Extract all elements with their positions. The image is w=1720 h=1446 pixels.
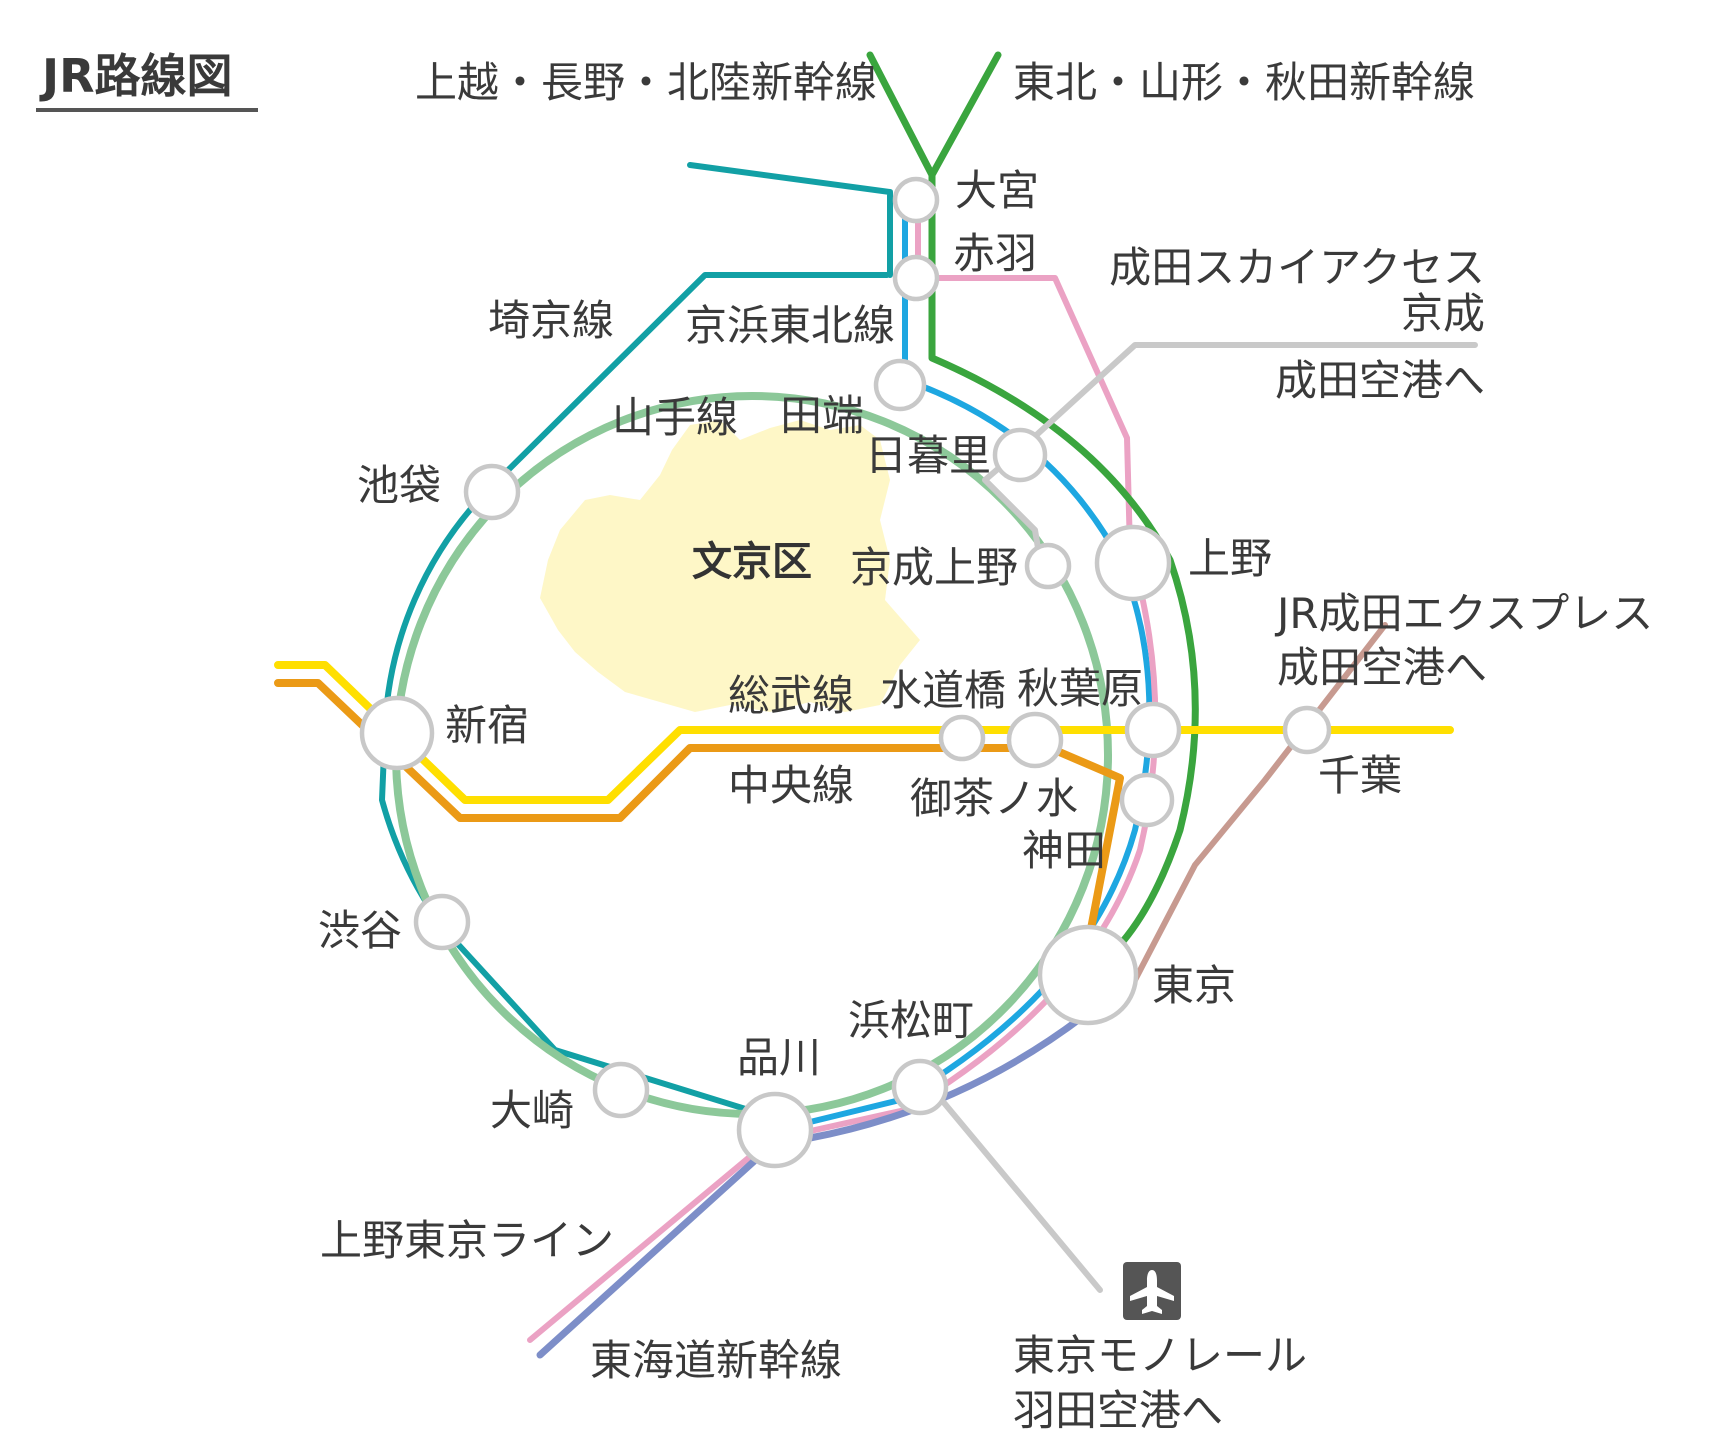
station-shinjuku-marker[interactable] — [359, 695, 435, 771]
label-saikyo-line: 埼京線 — [488, 296, 614, 345]
label-ochanomizu: 御茶ノ水 — [910, 774, 1078, 823]
narita-express-line — [1132, 622, 1388, 983]
station-keisei-ueno-marker[interactable] — [1024, 542, 1072, 590]
label-ikebukuro: 池袋 — [357, 461, 441, 510]
station-akabane-marker[interactable] — [892, 254, 940, 302]
label-yamanote-line: 山手線 — [612, 393, 738, 442]
station-shibuya-marker[interactable] — [413, 893, 471, 951]
bunkyo-ward-area — [540, 420, 920, 712]
label-ueno-tokyo-line: 上野東京ライン — [320, 1216, 614, 1265]
label-narita-express: JR成田エクスプレス — [1274, 589, 1653, 638]
station-osaki-marker[interactable] — [592, 1061, 650, 1119]
label-keihin-tohoku-line: 京浜東北線 — [685, 301, 895, 350]
station-hamamatsucho-marker[interactable] — [891, 1058, 949, 1116]
station-nippori-marker[interactable] — [992, 427, 1048, 483]
label-tokyo-monorail: 東京モノレール — [1013, 1331, 1307, 1380]
label-nex-to-narita: 成田空港へ — [1277, 643, 1487, 692]
label-tokyo: 東京 — [1152, 961, 1236, 1010]
label-chuo-line: 中央線 — [728, 761, 854, 810]
label-keisei-to-narita: 成田空港へ — [1275, 356, 1485, 405]
label-joetsu-shinkansen: 上越・長野・北陸新幹線 — [415, 58, 877, 107]
chuo-line — [274, 679, 1124, 964]
saikyo-branch-omiya — [687, 162, 893, 278]
ueno-tokyo-line — [527, 195, 1159, 1343]
airplane-icon — [1123, 1262, 1181, 1320]
station-suidobashi-marker[interactable] — [938, 714, 986, 762]
label-shibuya: 渋谷 — [318, 906, 402, 955]
label-ueno: 上野 — [1188, 534, 1272, 583]
label-tabata: 田端 — [780, 391, 864, 440]
label-omiya: 大宮 — [955, 166, 1039, 215]
station-akihabara-marker[interactable] — [1124, 701, 1182, 759]
station-shinagawa-marker[interactable] — [736, 1091, 814, 1169]
label-shinjuku: 新宿 — [445, 701, 529, 750]
label-keisei-skyaccess: 成田スカイアクセス — [1109, 243, 1485, 292]
label-keisei: 京成 — [1401, 289, 1485, 338]
label-chiba: 千葉 — [1318, 751, 1402, 800]
label-tokaido-shinkansen: 東海道新幹線 — [590, 1336, 842, 1385]
label-shinagawa: 品川 — [737, 1033, 821, 1082]
label-suidobashi: 水道橋 — [880, 666, 1006, 715]
station-ueno-marker[interactable] — [1094, 524, 1172, 602]
label-keisei-ueno: 京成上野 — [850, 543, 1018, 592]
label-bunkyo-ward: 文京区 — [692, 539, 812, 585]
station-tabata-marker[interactable] — [873, 358, 927, 412]
station-kanda-marker[interactable] — [1119, 772, 1175, 828]
label-akabane: 赤羽 — [953, 229, 1037, 278]
station-omiya-marker[interactable] — [892, 176, 940, 224]
map-title: JR路線図 — [39, 49, 233, 103]
label-akihabara: 秋葉原 — [1017, 664, 1143, 713]
station-ochanomizu-marker[interactable] — [1006, 711, 1064, 769]
label-hamamatsucho: 浜松町 — [848, 996, 974, 1045]
station-chiba-marker[interactable] — [1282, 705, 1332, 755]
label-monorail-to-haneda: 羽田空港へ — [1013, 1386, 1223, 1435]
label-kanda: 神田 — [1022, 826, 1106, 875]
station-ikebukuro-marker[interactable] — [463, 463, 521, 521]
label-osaki: 大崎 — [490, 1086, 574, 1135]
tokyo-monorail-line — [922, 1077, 1103, 1293]
station-tokyo-marker[interactable] — [1037, 924, 1139, 1026]
sobu-line — [274, 661, 1454, 804]
label-tohoku-shinkansen: 東北・山形・秋田新幹線 — [1013, 58, 1475, 107]
label-sobu-line: 総武線 — [728, 671, 854, 720]
label-nippori: 日暮里 — [865, 431, 991, 480]
